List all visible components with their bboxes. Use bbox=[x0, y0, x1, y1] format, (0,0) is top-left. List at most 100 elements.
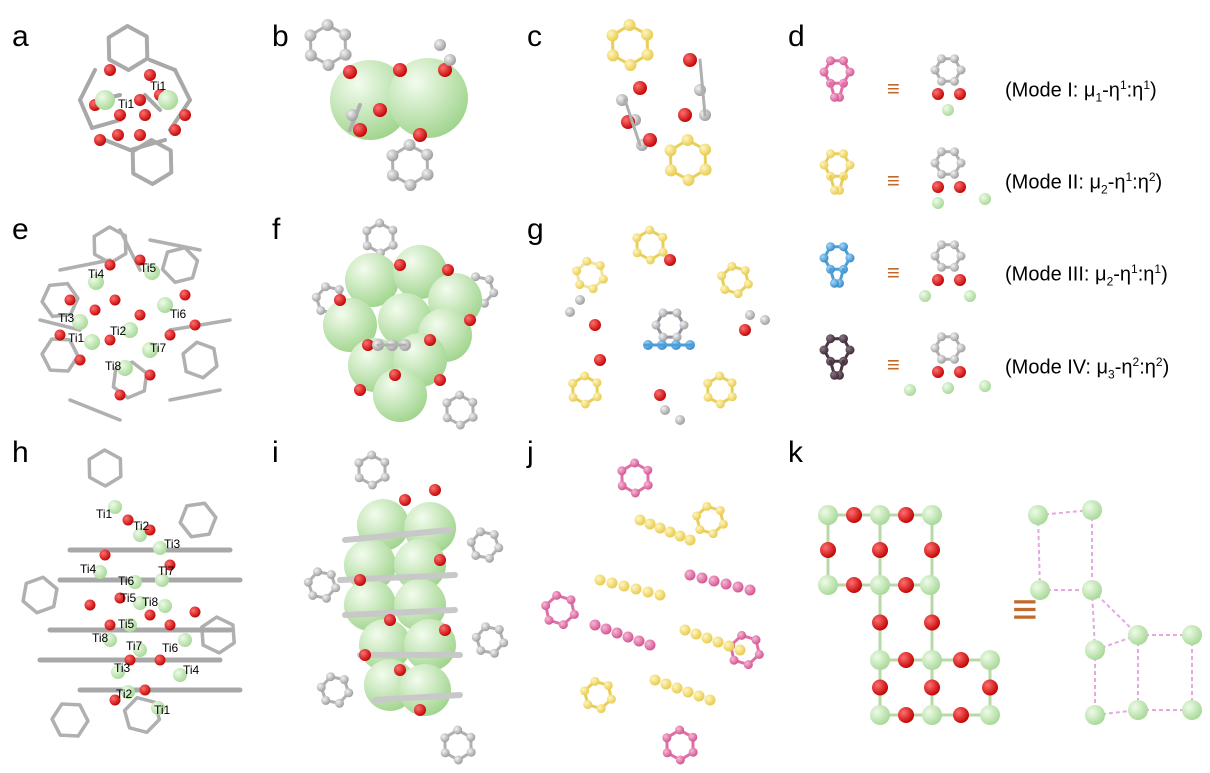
titanium-atom bbox=[122, 322, 138, 338]
oxygen-atom bbox=[144, 369, 156, 381]
oxygen-atom bbox=[898, 507, 914, 523]
ring-atom bbox=[339, 48, 352, 61]
bond bbox=[143, 93, 162, 112]
ring-atom bbox=[845, 67, 855, 77]
oxygen-atom bbox=[343, 65, 357, 79]
ring-atom bbox=[662, 748, 672, 758]
panel-label-a: a bbox=[12, 20, 29, 53]
ring-atom bbox=[930, 158, 940, 168]
panel-g-structure bbox=[565, 225, 770, 425]
ring-atom bbox=[692, 511, 702, 521]
panel-label-k: k bbox=[788, 436, 803, 469]
titanium-atom bbox=[178, 633, 192, 647]
phenyl-ring bbox=[181, 340, 219, 380]
panel-d-modes bbox=[819, 54, 991, 396]
oxygen-atom bbox=[389, 369, 401, 381]
ring-atom bbox=[592, 378, 602, 388]
ti-label: Ti5 bbox=[140, 261, 157, 275]
ring-atom bbox=[334, 285, 344, 295]
ring-atom bbox=[321, 282, 331, 292]
oxygen-atom bbox=[438, 63, 452, 77]
panel-label-e: e bbox=[12, 213, 29, 246]
stacked-atom bbox=[644, 518, 656, 530]
ring-atom bbox=[489, 530, 499, 540]
stacked-atom bbox=[708, 575, 720, 587]
titanium-atom bbox=[133, 596, 147, 610]
stacked-atom bbox=[664, 526, 676, 538]
ring-atom bbox=[956, 251, 966, 261]
ring-atom bbox=[403, 139, 416, 152]
ring-atom bbox=[950, 54, 959, 64]
ti-label: Ti7 bbox=[150, 341, 167, 355]
bond bbox=[68, 398, 122, 422]
ring-atom bbox=[592, 392, 602, 402]
stacked-atom bbox=[633, 635, 645, 647]
ring-atom bbox=[658, 232, 668, 242]
ring-atom bbox=[830, 185, 839, 195]
oxygen-atom bbox=[932, 88, 944, 100]
oxygen-atom bbox=[924, 542, 940, 558]
ring-atom bbox=[950, 262, 959, 272]
stacked-atom bbox=[630, 583, 642, 595]
oxygen-atom bbox=[362, 339, 374, 351]
ring-atom bbox=[386, 149, 399, 162]
stacked-atom bbox=[704, 694, 716, 706]
ring-atom bbox=[950, 147, 959, 157]
titanium-sphere bbox=[388, 58, 468, 138]
oxygen-atom bbox=[359, 649, 371, 661]
ring-atom bbox=[937, 76, 946, 86]
ring-atom bbox=[937, 332, 946, 342]
ring-atom bbox=[466, 732, 476, 742]
stacked-atom bbox=[594, 574, 606, 586]
oxygen-atom bbox=[932, 181, 944, 193]
ring-atom bbox=[354, 473, 364, 483]
ring-atom bbox=[569, 609, 579, 619]
ti-label: Ti8 bbox=[142, 595, 159, 609]
panel-c-structure bbox=[606, 19, 712, 186]
ti-label: Ti1 bbox=[96, 507, 113, 521]
stacked-atom bbox=[606, 577, 618, 589]
titanium-atom bbox=[95, 90, 115, 110]
oxygen-atom bbox=[739, 324, 751, 336]
titanium-atom bbox=[920, 575, 940, 595]
bond bbox=[38, 318, 82, 332]
ring-atom bbox=[754, 649, 764, 659]
ring-atom bbox=[740, 265, 750, 275]
ring-atom bbox=[937, 240, 946, 250]
ring-atom bbox=[830, 278, 839, 288]
titanium-atom bbox=[870, 650, 890, 670]
ring-atom bbox=[466, 537, 476, 547]
dashed-edge bbox=[1091, 589, 1139, 636]
oxygen-atom bbox=[169, 124, 181, 136]
dashed-edge bbox=[1091, 589, 1096, 651]
oxygen-atom bbox=[99, 549, 111, 561]
ring-atom bbox=[568, 378, 578, 388]
ring-atom bbox=[311, 292, 321, 302]
titanium-atom bbox=[932, 197, 944, 209]
phenyl-ring bbox=[122, 695, 162, 735]
ring-atom bbox=[606, 29, 619, 42]
titanium-atom bbox=[117, 360, 133, 376]
mode-label-4: (Mode IV: μ3-η2:η2) bbox=[1005, 355, 1170, 382]
ring-atom bbox=[304, 49, 317, 62]
phenyl-ring bbox=[200, 615, 236, 655]
oxygen-atom bbox=[353, 123, 367, 137]
ring-atom bbox=[703, 392, 713, 402]
titanium-atom bbox=[1082, 580, 1102, 600]
ring-atom bbox=[476, 645, 486, 655]
carbon-atom bbox=[660, 405, 670, 415]
ring-atom bbox=[720, 285, 730, 295]
oxygen-atom bbox=[434, 554, 446, 566]
ring-atom bbox=[950, 76, 959, 86]
stacked-atom bbox=[644, 639, 656, 651]
ring-atom bbox=[645, 255, 655, 265]
ring-atom bbox=[845, 253, 855, 263]
oxygen-atom bbox=[898, 707, 914, 723]
ring-atom bbox=[386, 169, 399, 182]
titanium-sphere bbox=[345, 253, 399, 307]
stacked-atom bbox=[622, 631, 634, 643]
bond bbox=[623, 98, 642, 147]
oxygen-atom bbox=[179, 109, 191, 121]
bond bbox=[103, 138, 132, 152]
